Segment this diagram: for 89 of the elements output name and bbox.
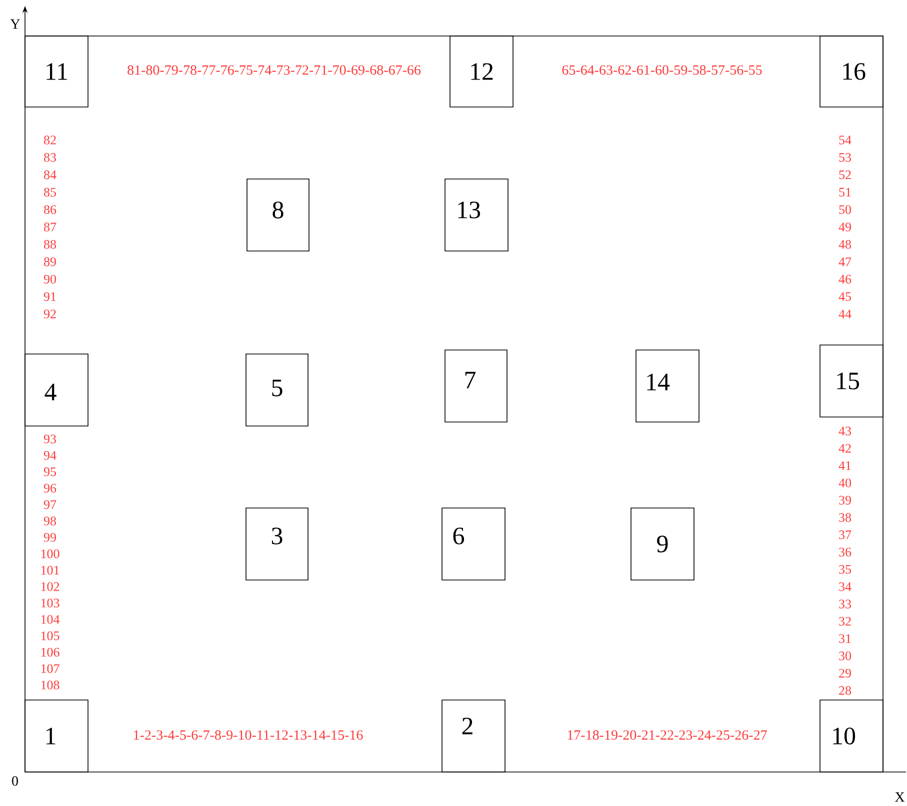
numbered-box xyxy=(820,344,884,418)
number-label: 36 xyxy=(839,548,852,556)
number-label: 88 xyxy=(44,240,56,249)
sequence-label: 81-80-79-78-77-76-75-74-73-72-71-70-69-68-67-66 xyxy=(128,65,421,75)
number-label: 106 xyxy=(41,648,60,657)
numbered-box xyxy=(630,508,694,580)
number-label: 85 xyxy=(44,188,56,197)
number-label: 54 xyxy=(839,136,852,144)
number-label: 95 xyxy=(44,467,56,476)
number-label: 29 xyxy=(839,668,851,678)
number-label: 87 xyxy=(44,222,56,232)
box-number: 15 xyxy=(837,372,860,390)
box-number: 7 xyxy=(465,372,476,388)
number-label: 46 xyxy=(838,274,852,284)
numbered-box xyxy=(442,508,506,580)
box-number: 12 xyxy=(471,63,493,80)
box-number: 9 xyxy=(657,536,668,552)
number-label: 44 xyxy=(838,310,852,318)
axis-label: X xyxy=(895,792,905,802)
number-label: 103 xyxy=(41,598,60,608)
numbered-box xyxy=(24,354,88,426)
axis-label: 0 xyxy=(12,776,18,786)
number-label: 82 xyxy=(44,136,56,144)
number-label: 96 xyxy=(44,484,56,493)
number-label: 107 xyxy=(41,664,60,673)
number-label: 102 xyxy=(41,582,60,591)
box-number: 14 xyxy=(647,374,670,390)
number-label: 50 xyxy=(839,205,852,214)
number-label: 100 xyxy=(41,549,60,558)
number-label: 33 xyxy=(839,600,851,608)
number-label: 39 xyxy=(839,496,851,505)
box-number: 4 xyxy=(44,384,56,400)
number-label: 30 xyxy=(839,652,852,660)
number-label: 91 xyxy=(44,292,56,301)
number-label: 35 xyxy=(839,565,851,574)
number-label: 45 xyxy=(838,292,851,301)
number-label: 84 xyxy=(44,170,56,180)
number-label: 31 xyxy=(839,634,851,643)
numbered-box xyxy=(246,178,310,252)
box-number: 16 xyxy=(843,63,866,80)
numbered-box xyxy=(442,700,506,772)
box-number: 10 xyxy=(833,728,856,744)
numbered-box xyxy=(820,700,884,772)
number-label: 99 xyxy=(44,533,56,542)
box-number: 8 xyxy=(272,202,284,218)
number-label: 86 xyxy=(44,205,56,214)
numbered-box xyxy=(246,354,308,426)
number-label: 101 xyxy=(41,566,59,575)
sequence-label: 17-18-19-20-21-22-23-24-25-26-27 xyxy=(568,730,767,740)
number-label: 92 xyxy=(44,310,56,318)
number-label: 34 xyxy=(839,582,852,592)
number-label: 32 xyxy=(839,616,851,626)
numbered-box xyxy=(820,36,884,108)
number-label: 42 xyxy=(838,444,851,453)
number-label: 53 xyxy=(839,153,851,162)
number-label: 47 xyxy=(838,258,852,266)
box-number: 2 xyxy=(462,718,472,734)
numbered-box xyxy=(24,36,88,108)
number-label: 48 xyxy=(838,240,852,249)
box-number: 13 xyxy=(458,202,480,218)
number-label: 41 xyxy=(838,461,851,470)
number-label: 37 xyxy=(839,530,852,540)
numbered-box xyxy=(636,350,700,422)
number-label: 49 xyxy=(838,222,851,232)
number-label: 52 xyxy=(839,170,851,180)
numbered-box xyxy=(444,350,508,422)
number-label: 51 xyxy=(839,188,851,197)
number-label: 94 xyxy=(44,451,56,460)
number-label: 83 xyxy=(44,153,56,162)
numbered-box xyxy=(450,36,514,108)
box-number: 5 xyxy=(272,380,282,396)
box-number: 6 xyxy=(453,528,464,544)
axis-label: Y xyxy=(10,19,20,29)
box-number: 3 xyxy=(272,528,282,544)
numbered-box xyxy=(246,508,308,580)
box-number: 1 xyxy=(46,728,56,744)
number-label: 98 xyxy=(44,516,56,526)
number-label: 89 xyxy=(44,257,56,266)
box-number: 11 xyxy=(46,63,68,80)
number-label: 90 xyxy=(44,274,56,284)
numbered-box xyxy=(24,700,88,772)
number-label: 40 xyxy=(838,478,852,488)
number-label: 38 xyxy=(839,513,852,522)
number-label: 105 xyxy=(41,631,60,640)
numbered-box xyxy=(444,178,508,252)
number-label: 104 xyxy=(41,615,60,624)
number-label: 97 xyxy=(44,500,56,509)
sequence-label: 65-64-63-62-61-60-59-58-57-56-55 xyxy=(562,65,762,75)
sequence-label: 1-2-3-4-5-6-7-8-9-10-11-12-13-14-15-16 xyxy=(134,730,363,740)
